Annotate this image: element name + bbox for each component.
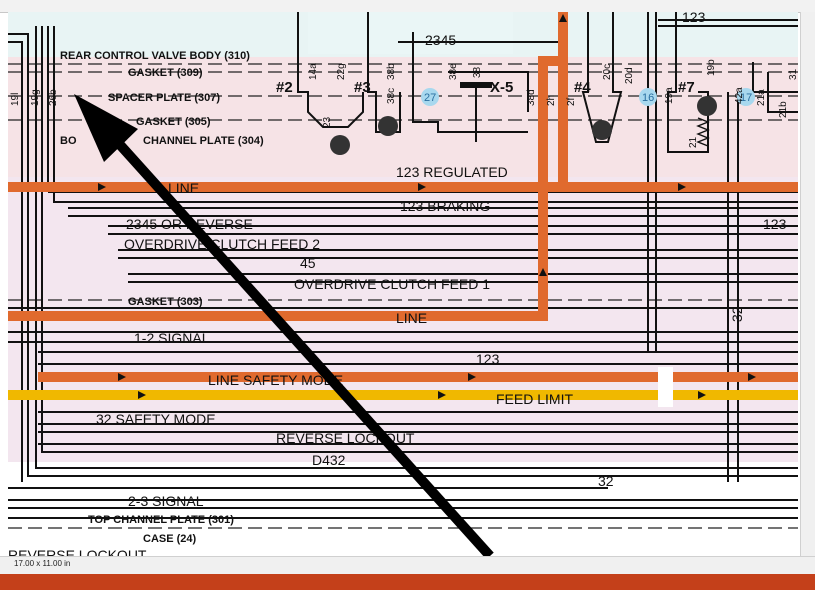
port-42a: 42a bbox=[734, 87, 745, 104]
port-19g: 19g bbox=[30, 89, 41, 106]
label-valve-4: #4 bbox=[574, 79, 591, 96]
port-21: 21 bbox=[688, 136, 699, 148]
overlay-pointer-arrow bbox=[74, 94, 494, 556]
passage-123-mid: 123 bbox=[476, 351, 500, 367]
port-38b: 38b bbox=[386, 63, 397, 80]
port-20d: 20d bbox=[624, 67, 635, 84]
passage-2-3-signal: 2-3 SIGNAL bbox=[128, 493, 204, 509]
passage-od-clutch-feed-1: OVERDRIVE CLUTCH FEED 1 bbox=[294, 276, 490, 292]
vertical-scrollbar[interactable] bbox=[800, 12, 815, 556]
passage-1-2-signal: 1-2 SIGNAL bbox=[134, 330, 210, 346]
port-31: 31 bbox=[788, 68, 798, 80]
label-gasket-309: GASKET (309) bbox=[128, 67, 203, 79]
port-2h: 2h bbox=[546, 95, 557, 106]
port-21b: 21b bbox=[778, 101, 789, 118]
label-body-channel-left: BO bbox=[60, 135, 77, 147]
port-38d: 38d bbox=[526, 89, 537, 106]
label-circle-17: 17 bbox=[740, 92, 752, 104]
passage-od-clutch-feed-2: OVERDRIVE CLUTCH FEED 2 bbox=[124, 236, 320, 252]
check-balls bbox=[330, 96, 717, 155]
passage-32-safety-mode: 32 SAFETY MODE bbox=[96, 411, 216, 427]
label-gasket-303: GASKET (303) bbox=[128, 296, 203, 308]
page-size-readout: 17.00 x 11.00 in bbox=[14, 559, 71, 568]
passage-123-regulated: 123 REGULATED bbox=[396, 164, 508, 180]
label-x5: X-5 bbox=[490, 79, 513, 96]
label-rear-control-valve-body: REAR CONTROL VALVE BODY (310) bbox=[60, 50, 250, 62]
port-38e: 38e bbox=[448, 63, 459, 80]
channel-plate-band bbox=[8, 57, 798, 177]
passage-32: 32 bbox=[598, 473, 614, 489]
passage-line-mid: LINE bbox=[396, 310, 427, 326]
label-valve-3: #3 bbox=[354, 79, 371, 96]
port-38: 38 bbox=[472, 66, 483, 78]
label-gasket-305: GASKET (305) bbox=[136, 116, 211, 128]
passage-123-braking: 123 BRAKING bbox=[400, 198, 490, 214]
label-channel-plate-304: CHANNEL PLATE (304) bbox=[143, 135, 264, 147]
horizontal-scrollbar[interactable]: 17.00 x 11.00 in bbox=[0, 556, 815, 575]
label-circle-27: 27 bbox=[424, 92, 436, 104]
passage-d432: D432 bbox=[312, 452, 346, 468]
port-22g: 22g bbox=[336, 63, 347, 80]
passage-feed-limit: FEED LIMIT bbox=[496, 391, 573, 407]
label-spacer-plate-307: SPACER PLATE (307) bbox=[108, 92, 220, 104]
valve-bore-area bbox=[308, 12, 513, 54]
circle-labels: 27 16 17 bbox=[421, 88, 755, 106]
passage-reverse-lockout-bottom: REVERSE LOCKOUT bbox=[8, 547, 147, 556]
port-23: 23 bbox=[322, 116, 333, 128]
passage-2345: 2345 bbox=[425, 32, 456, 48]
port-21a: 21a bbox=[756, 89, 767, 106]
passage-line-safety-mode: LINE SAFETY MODE bbox=[208, 372, 343, 388]
port-19l: 19l bbox=[10, 93, 21, 106]
spring bbox=[696, 117, 710, 147]
port-32-vertical: 32 bbox=[729, 306, 745, 322]
port-38c: 38c bbox=[386, 88, 397, 104]
plate-dividers bbox=[8, 63, 798, 529]
passage-123-right: 123 bbox=[763, 216, 787, 232]
port-19a: 19a bbox=[664, 87, 675, 104]
port-20c: 20c bbox=[602, 64, 613, 80]
label-valve-7: #7 bbox=[678, 79, 695, 96]
passage-line-top: LINE bbox=[168, 180, 199, 196]
flow-arrows bbox=[98, 14, 756, 399]
passage-45: 45 bbox=[300, 255, 316, 271]
label-top-channel-plate-301: TOP CHANNEL PLATE (301) bbox=[88, 514, 234, 526]
diagram-canvas: REAR CONTROL VALVE BODY (310) GASKET (30… bbox=[8, 12, 798, 556]
label-case-24: CASE (24) bbox=[143, 533, 197, 545]
label-top-123: 123 bbox=[682, 12, 706, 25]
x5-solenoid bbox=[460, 82, 492, 142]
label-circle-16: 16 bbox=[642, 92, 654, 104]
port-14a: 14a bbox=[308, 63, 319, 80]
port-26b: 26b bbox=[48, 89, 59, 106]
port-2f: 2f bbox=[566, 97, 577, 106]
taskbar-strip bbox=[0, 574, 815, 590]
hydraulic-circuit-diagram: REAR CONTROL VALVE BODY (310) GASKET (30… bbox=[8, 12, 798, 556]
port-19b: 19b bbox=[706, 59, 717, 76]
label-valve-2: #2 bbox=[276, 79, 293, 96]
